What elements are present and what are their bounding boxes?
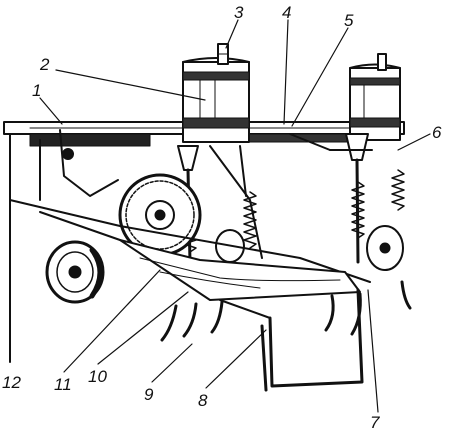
- leader-6: [397, 133, 431, 151]
- leader-10: [97, 291, 189, 365]
- lever-assembly: [39, 129, 119, 201]
- callout-7: 7: [370, 413, 380, 432]
- hopper-right: [349, 53, 401, 141]
- callout-6: 6: [432, 123, 442, 142]
- leader-5: [291, 27, 349, 127]
- callout-2: 2: [39, 55, 50, 74]
- leader-4: [283, 19, 289, 125]
- callout-10: 10: [88, 367, 107, 386]
- linkage-rods: [209, 133, 373, 259]
- leader-9: [151, 343, 193, 383]
- callout-8: 8: [198, 391, 208, 410]
- callout-9: 9: [144, 385, 154, 404]
- funnel-right: [345, 133, 369, 264]
- callout-1: 1: [32, 81, 41, 100]
- leader-3: [225, 19, 239, 49]
- leader-7: [367, 289, 379, 413]
- leader-2: [55, 69, 206, 101]
- hopper-left: [182, 43, 250, 143]
- support-frame: [260, 288, 364, 392]
- callout-5: 5: [344, 11, 354, 30]
- callout-3: 3: [234, 3, 244, 22]
- callout-4: 4: [282, 3, 291, 22]
- callout-11: 11: [54, 375, 72, 394]
- coulters: [160, 280, 412, 342]
- transport-wheel: [45, 240, 105, 304]
- leader-8: [205, 329, 267, 389]
- leader-lines: [39, 19, 431, 413]
- spring-middle: [243, 191, 257, 249]
- callout-12: 12: [2, 373, 21, 392]
- spring-right: [351, 169, 405, 239]
- packing-disk: [215, 225, 404, 271]
- lower-frame: [9, 199, 371, 319]
- leader-11: [63, 269, 161, 373]
- leader-1: [39, 97, 63, 125]
- callout-labels: 1 2 3 4 5 6 7 8 9 10 11 12: [2, 3, 442, 432]
